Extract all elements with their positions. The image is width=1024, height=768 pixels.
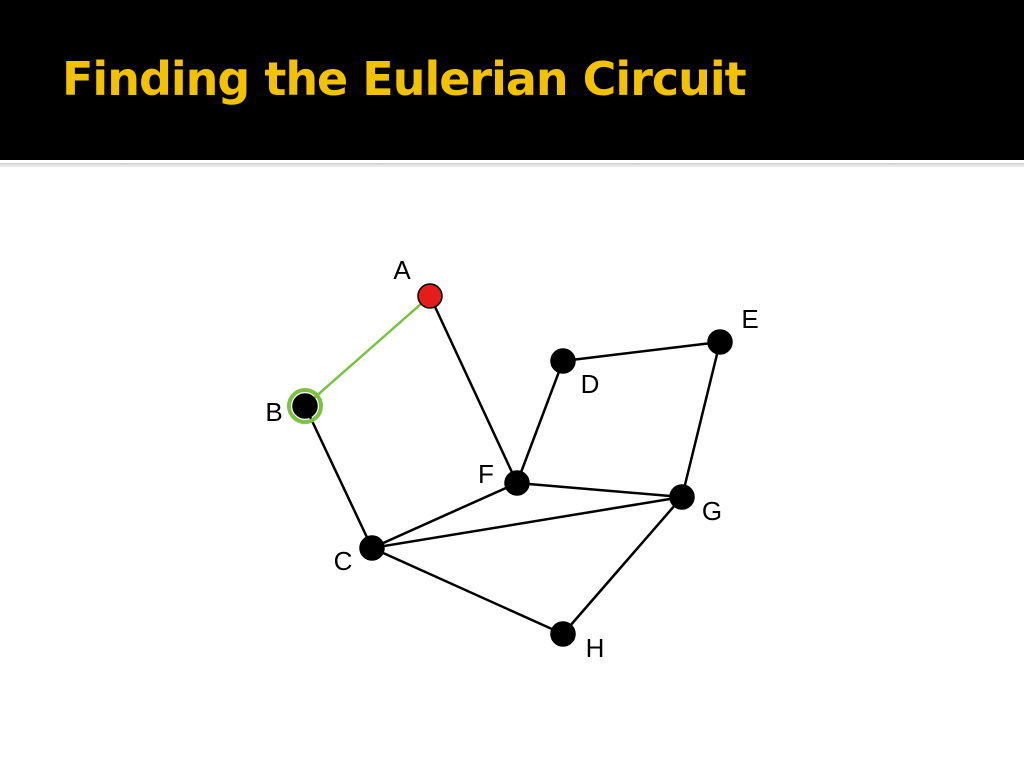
node-a [417,283,443,309]
edge-b-c [303,404,374,550]
node-c-label: C [334,546,353,576]
graph-labels: A B C D E F G H [265,255,758,663]
edge-c-h [370,546,565,636]
edge-e-g [680,340,722,499]
edge-a-f [428,294,519,485]
graph-edges [303,294,722,636]
node-e [707,329,733,355]
node-d-label: D [581,369,600,399]
node-a-label: A [393,255,411,285]
node-b-label: B [265,397,282,427]
edge-g-h [561,495,684,636]
node-b [292,393,318,419]
node-b-highlight-ring [287,388,323,424]
edge-c-f [370,481,519,550]
node-g [669,484,695,510]
node-f [504,470,530,496]
edge-c-g [370,495,684,550]
edge-a-b [303,294,432,408]
node-d [550,348,576,374]
node-e-label: E [741,304,758,334]
edge-d-e [561,340,722,363]
title-divider [0,163,1024,167]
node-g-label: G [702,496,722,526]
graph-nodes [287,283,733,647]
node-h-label: H [586,633,605,663]
edge-f-d [515,359,565,485]
node-h [550,621,576,647]
edge-f-g [515,481,684,499]
slide-title: Finding the Eulerian Circuit [62,52,747,106]
title-bar: Finding the Eulerian Circuit [0,0,1024,160]
node-f-label: F [478,459,494,489]
node-c [359,535,385,561]
